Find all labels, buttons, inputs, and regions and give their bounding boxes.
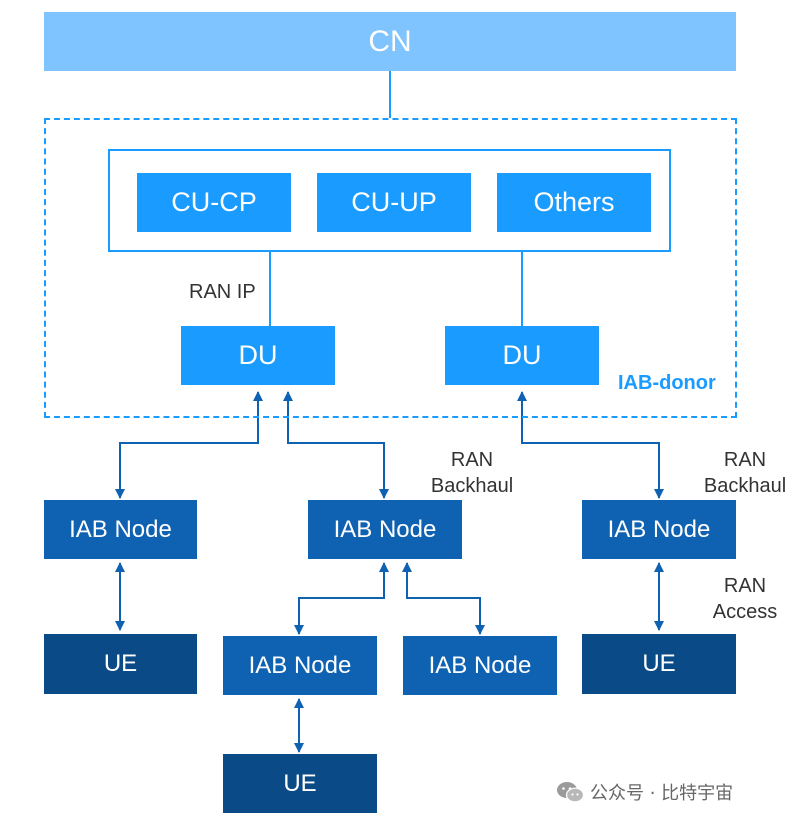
iab-node-right-label: IAB Node bbox=[607, 515, 711, 543]
du-left-label: DU bbox=[238, 340, 278, 370]
ran-access-label: RAN Access bbox=[694, 573, 796, 625]
cu-frame bbox=[108, 149, 671, 252]
iab-node-center: IAB Node bbox=[308, 500, 462, 559]
ran-backhaul-label-2-line1: RAN bbox=[723, 449, 767, 471]
ue-right: UE bbox=[582, 634, 736, 694]
ran-backhaul-label-1: RAN Backhaul bbox=[416, 447, 528, 499]
ran-backhaul-label-1-line2: Backhaul bbox=[430, 475, 514, 497]
cu-cp-box: CU-CP bbox=[137, 173, 291, 232]
cn-box: CN bbox=[44, 12, 736, 71]
arrow-iab-child-right bbox=[402, 562, 485, 635]
wechat-icon bbox=[557, 782, 584, 803]
watermark-text: 公众号 · 比特宇宙 bbox=[590, 783, 734, 804]
cu-up-label: CU-UP bbox=[351, 187, 437, 217]
iab-node-left-label: IAB Node bbox=[69, 515, 172, 543]
cn-label: CN bbox=[368, 24, 412, 58]
others-box: Others bbox=[497, 173, 651, 232]
ran-ip-label: RAN IP bbox=[189, 281, 256, 303]
ue-left-label: UE bbox=[103, 650, 138, 677]
ran-backhaul-label-2-line2: Backhaul bbox=[703, 475, 787, 497]
ran-access-label-line2: Access bbox=[712, 601, 778, 623]
iab-node-child-left: IAB Node bbox=[223, 636, 377, 695]
arrow-iab-child-left bbox=[294, 562, 389, 635]
iab-node-child-right-label: IAB Node bbox=[428, 651, 532, 679]
cu-up-box: CU-UP bbox=[317, 173, 471, 232]
others-label: Others bbox=[533, 187, 615, 217]
ue-bottom: UE bbox=[223, 754, 377, 813]
iab-node-left: IAB Node bbox=[44, 500, 197, 559]
ran-backhaul-label-2: RAN Backhaul bbox=[689, 447, 798, 499]
ran-access-label-line1: RAN bbox=[723, 575, 767, 597]
ue-right-label: UE bbox=[642, 650, 676, 677]
du-right-box: DU bbox=[445, 326, 599, 385]
ue-bottom-label: UE bbox=[283, 769, 317, 797]
ran-backhaul-label-1-line1: RAN bbox=[450, 449, 494, 471]
du-right-label: DU bbox=[502, 340, 542, 370]
cu-cp-label: CU-CP bbox=[171, 187, 257, 217]
iab-node-right: IAB Node bbox=[582, 500, 736, 559]
watermark: 公众号 · 比特宇宙 bbox=[556, 779, 733, 805]
iab-node-center-label: IAB Node bbox=[333, 515, 437, 543]
iab-donor-label: IAB-donor bbox=[618, 372, 716, 394]
iab-donor-region bbox=[44, 118, 737, 418]
iab-node-child-right: IAB Node bbox=[403, 636, 557, 695]
du-left-box: DU bbox=[181, 326, 335, 385]
iab-node-child-left-label: IAB Node bbox=[248, 651, 352, 679]
ue-left: UE bbox=[44, 634, 197, 694]
